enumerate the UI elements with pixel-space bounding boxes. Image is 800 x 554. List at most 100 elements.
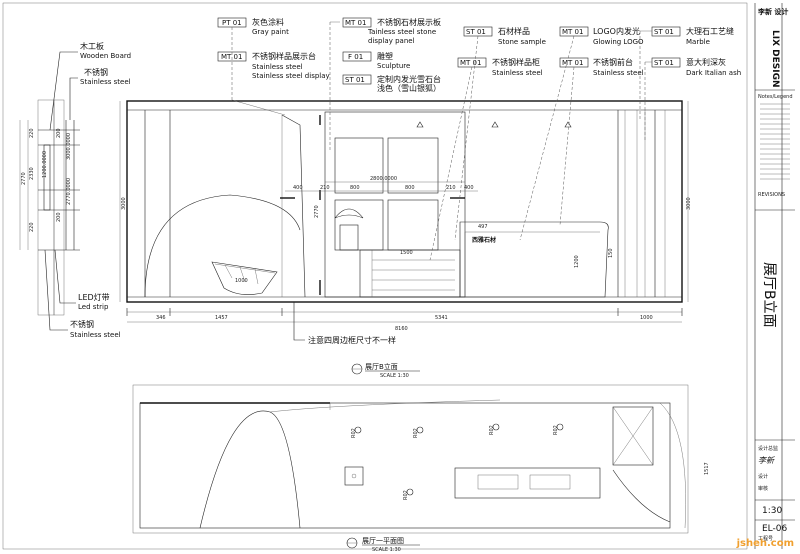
tag-code-9: ST 01 xyxy=(654,28,674,36)
dim-8160: 8160 xyxy=(395,326,408,332)
tag-code-1: MT 01 xyxy=(221,53,242,61)
svg-text:3000.0000: 3000.0000 xyxy=(66,133,72,160)
dim-1200: 1200 xyxy=(574,255,580,268)
dim-left-200a: 200 xyxy=(56,128,62,138)
tag-cn-3: 雕塑 xyxy=(377,51,393,61)
label-stainless-top-cn: 不锈钢 xyxy=(84,67,108,77)
bottom-dimensions: 346 1457 5341 1000 8160 xyxy=(126,308,683,332)
tag-code-10: ST 01 xyxy=(654,59,674,67)
elevation-title: 展厅B立面 xyxy=(365,362,398,371)
design-director-label: 设计总监 xyxy=(758,445,778,452)
elevation-view: 1000 1500 西雅石材 497 1200 150 xyxy=(126,100,683,303)
drawing-number: EL-06 xyxy=(762,524,788,534)
dim-346: 346 xyxy=(156,315,166,321)
dim-400a: 400 xyxy=(293,185,303,191)
svg-text:R02: R02 xyxy=(403,490,409,500)
tag-code-4: ST 01 xyxy=(345,76,365,84)
dim-150: 150 xyxy=(608,248,614,258)
dim-left-220b: 220 xyxy=(29,222,35,232)
svg-text:Stainless steel: Stainless steel xyxy=(252,63,303,71)
tag-code-8: MT 01 xyxy=(562,59,583,67)
dim-3000-left: 3000 xyxy=(121,197,127,210)
tag-cn-2: 不锈钢石材展示板 xyxy=(377,17,441,27)
plan-scale: SCALE 1:30 xyxy=(372,547,401,553)
scale-value: 1:30 xyxy=(762,506,782,516)
material-tags: PT 01 灰色涂料 Gray paint MT 01 不锈钢样品展示台 Sta… xyxy=(217,17,741,261)
notes-lines xyxy=(760,103,790,180)
note-frame-sizes: 注意四周边框尺寸不一样 xyxy=(308,335,396,345)
top-dimensions: 2800.0000 400 210 800 800 210 400 2770 3… xyxy=(119,101,692,302)
label-stainless-bottom-en: Stainless steel xyxy=(70,331,121,339)
dim-800b: 800 xyxy=(405,185,415,191)
tag-cn-1: 不锈钢样品展示台 xyxy=(252,51,316,61)
project-label: 工程号 xyxy=(758,535,773,542)
dim-left-2330: 2330 xyxy=(29,167,35,180)
logo-text: 西雅石材 xyxy=(472,236,496,244)
dim-3000-right: 3000 xyxy=(686,197,692,210)
tag-cn-10: 意大利深灰 xyxy=(686,57,726,67)
dim-1457: 1457 xyxy=(215,315,228,321)
dim-5341: 5341 xyxy=(435,315,448,321)
dim-1000: 1000 xyxy=(640,315,653,321)
drawing-title-vertical: 展厅B立面 xyxy=(761,262,777,328)
tag-cn-0: 灰色涂料 xyxy=(252,17,284,27)
tag-cn-7: LOGO内发光 xyxy=(593,26,640,36)
tag-en-3: Sculpture xyxy=(377,62,410,70)
tag-en-0: Gray paint xyxy=(252,28,289,36)
dim-800a: 800 xyxy=(350,185,360,191)
dim-1517: 1517 xyxy=(704,462,710,475)
label-stainless-bottom-cn: 不锈钢 xyxy=(70,319,94,329)
notes-header: Notes/Legend xyxy=(758,94,793,100)
tag-cn-5: 石材样品 xyxy=(498,26,530,36)
svg-text:1000: 1000 xyxy=(235,278,248,284)
svg-text:R02: R02 xyxy=(553,425,559,435)
dim-left-2770: 2770 xyxy=(21,172,27,185)
dim-400b: 400 xyxy=(464,185,474,191)
designer-label: 设计 xyxy=(758,473,768,480)
label-stainless-top-en: Stainless steel xyxy=(80,78,131,86)
label-wooden-board-cn: 木工板 xyxy=(80,41,104,51)
dim-210b: 210 xyxy=(446,185,456,191)
tag-code-6: MT 01 xyxy=(460,59,481,67)
tag-code-0: PT 01 xyxy=(222,19,242,27)
label-led-en: Led strip xyxy=(78,303,109,311)
svg-text:Tainless steel stone: Tainless steel stone xyxy=(367,28,436,36)
dim-left-220a: 220 xyxy=(29,128,35,138)
svg-text:R02: R02 xyxy=(351,428,357,438)
plan-downlights: R02 R02 R02 R02 R02 xyxy=(351,423,564,500)
dim-2770: 2770 xyxy=(314,205,320,218)
revisions-label: REVISIONS xyxy=(758,192,785,198)
svg-text:R02: R02 xyxy=(489,425,495,435)
tag-en-10: Dark Italian ash xyxy=(686,69,741,77)
watermark: jsheh.com xyxy=(737,527,794,552)
tag-en-6: Stainless steel xyxy=(492,69,543,77)
tag-code-3: F 01 xyxy=(348,53,363,61)
label-led-cn: LED灯带 xyxy=(78,292,110,302)
dim-210a: 210 xyxy=(320,185,330,191)
tag-en-4: 浅色（雪山银狐） xyxy=(377,83,441,93)
dim-left-200b: 200 xyxy=(56,212,62,222)
tag-cn-6: 不锈钢样品柜 xyxy=(492,57,540,67)
svg-text:李新: 李新 xyxy=(758,456,775,465)
tag-code-2: MT 01 xyxy=(345,19,366,27)
tag-code-5: ST 01 xyxy=(466,28,486,36)
dim-2800: 2800.0000 xyxy=(370,176,397,182)
company-name: 李新 设计 xyxy=(757,7,788,16)
plan-title: 展厅一平面图 xyxy=(362,537,404,545)
left-section-detail: 2770 220 2330 220 200 200 3000.0000 2770… xyxy=(19,99,80,316)
dim-1500: 1500 xyxy=(400,250,413,256)
checker-label: 审核 xyxy=(758,485,768,492)
plan-view: R02 R02 R02 R02 R02 1517 xyxy=(132,384,710,534)
tag-cn-9: 大理石工艺缝 xyxy=(686,26,734,36)
tag-cn-4: 定制内发光雪石台 xyxy=(377,74,441,84)
vertical-brand: LIX DESIGN xyxy=(770,30,780,88)
tag-en-7: Glowing LOGO xyxy=(593,38,644,46)
label-wooden-board-en: Wooden Board xyxy=(80,52,131,60)
sheet-border xyxy=(2,2,748,550)
tag-cn-8: 不锈钢前台 xyxy=(593,57,633,67)
tag-en-5: Stone sample xyxy=(498,38,546,46)
svg-text:2770.0000: 2770.0000 xyxy=(66,178,72,205)
tag-en-9: Marble xyxy=(686,38,710,46)
tag-code-7: MT 01 xyxy=(562,28,583,36)
